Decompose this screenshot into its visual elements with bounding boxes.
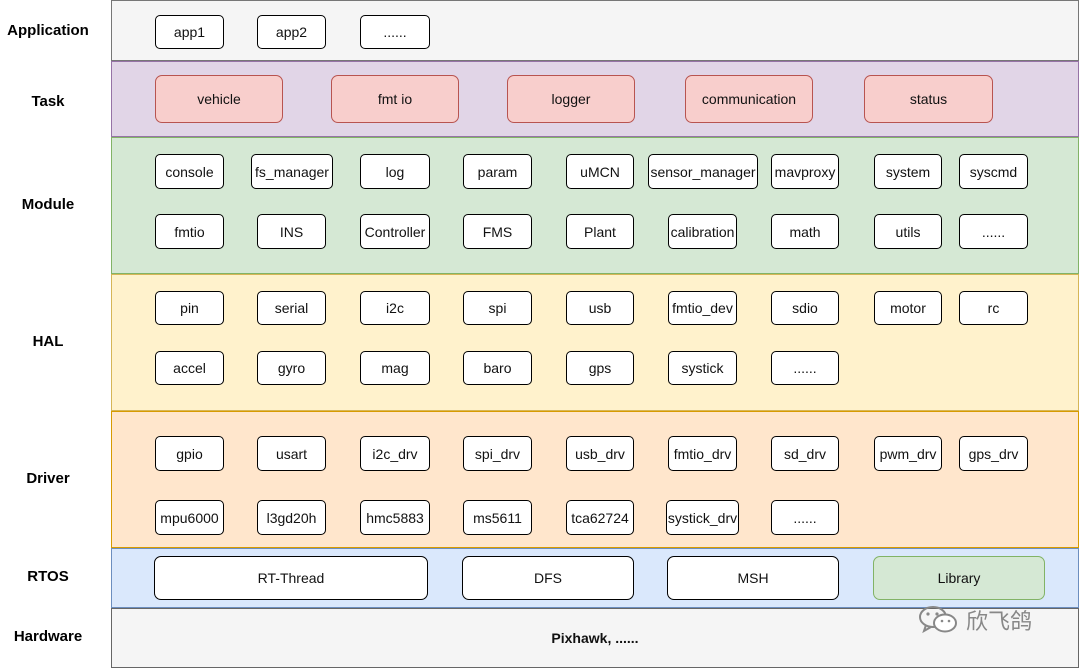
- rtos-box-rt-thread: RT-Thread: [154, 556, 428, 600]
- hal-box-more: ......: [771, 351, 839, 385]
- layer-label-rtos: RTOS: [27, 568, 69, 585]
- module-box: console: [155, 154, 224, 189]
- hal-box: serial: [257, 291, 326, 325]
- module-box: fs_manager: [251, 154, 333, 189]
- module-box: mavproxy: [771, 154, 839, 189]
- watermark-text: 欣飞鸽: [966, 609, 1033, 634]
- wechat-icon: [918, 604, 960, 636]
- layer-label-driver: Driver: [26, 470, 70, 487]
- module-box: FMS: [463, 214, 532, 249]
- app-box-more: ......: [360, 15, 430, 49]
- module-box-more: ......: [959, 214, 1028, 249]
- module-box: system: [874, 154, 942, 189]
- layer-label-task: Task: [31, 93, 65, 110]
- hal-box: pin: [155, 291, 224, 325]
- rtos-box-dfs: DFS: [462, 556, 634, 600]
- hal-box: gyro: [257, 351, 326, 385]
- module-box: utils: [874, 214, 942, 249]
- driver-box: gps_drv: [959, 436, 1028, 471]
- task-box: fmt io: [331, 75, 459, 123]
- layer-label-hal: HAL: [32, 333, 64, 350]
- driver-box: usart: [257, 436, 326, 471]
- hal-box: fmtio_dev: [668, 291, 737, 325]
- watermark: 欣飞鸽: [918, 602, 1032, 638]
- module-box: uMCN: [566, 154, 634, 189]
- driver-box: sd_drv: [771, 436, 839, 471]
- hardware-layer: [111, 608, 1079, 668]
- app-box: app1: [155, 15, 224, 49]
- task-box: vehicle: [155, 75, 283, 123]
- module-box: calibration: [668, 214, 737, 249]
- driver-box: mpu6000: [155, 500, 224, 535]
- driver-box: fmtio_drv: [668, 436, 737, 471]
- driver-box: l3gd20h: [257, 500, 326, 535]
- hal-box: accel: [155, 351, 224, 385]
- hal-box: gps: [566, 351, 634, 385]
- hardware-text: Pixhawk, ......: [551, 630, 639, 646]
- hal-box: mag: [360, 351, 430, 385]
- rtos-box-msh: MSH: [667, 556, 839, 600]
- rtos-box-library: Library: [873, 556, 1045, 600]
- driver-box: i2c_drv: [360, 436, 430, 471]
- driver-box: hmc5883: [360, 500, 430, 535]
- module-box: Plant: [566, 214, 634, 249]
- hal-box: systick: [668, 351, 737, 385]
- module-box: math: [771, 214, 839, 249]
- task-box: status: [864, 75, 993, 123]
- driver-box: systick_drv: [666, 500, 739, 535]
- module-box: log: [360, 154, 430, 189]
- hal-box: baro: [463, 351, 532, 385]
- hal-box: spi: [463, 291, 532, 325]
- driver-box-more: ......: [771, 500, 839, 535]
- layer-label-hardware: Hardware: [13, 628, 83, 645]
- driver-box: tca62724: [566, 500, 634, 535]
- module-box: fmtio: [155, 214, 224, 249]
- hal-box: rc: [959, 291, 1028, 325]
- driver-box: gpio: [155, 436, 224, 471]
- hal-box: i2c: [360, 291, 430, 325]
- layer-label-module: Module: [21, 196, 75, 213]
- driver-box: pwm_drv: [874, 436, 942, 471]
- task-box: communication: [685, 75, 813, 123]
- hal-box: motor: [874, 291, 942, 325]
- module-box: syscmd: [959, 154, 1028, 189]
- module-box: Controller: [360, 214, 430, 249]
- app-box: app2: [257, 15, 326, 49]
- layer-label-application: Application: [7, 22, 89, 39]
- module-box: INS: [257, 214, 326, 249]
- task-box: logger: [507, 75, 635, 123]
- driver-box: usb_drv: [566, 436, 634, 471]
- module-box: param: [463, 154, 532, 189]
- hal-box: usb: [566, 291, 634, 325]
- driver-box: spi_drv: [463, 436, 532, 471]
- hal-box: sdio: [771, 291, 839, 325]
- module-box: sensor_manager: [648, 154, 758, 189]
- driver-box: ms5611: [463, 500, 532, 535]
